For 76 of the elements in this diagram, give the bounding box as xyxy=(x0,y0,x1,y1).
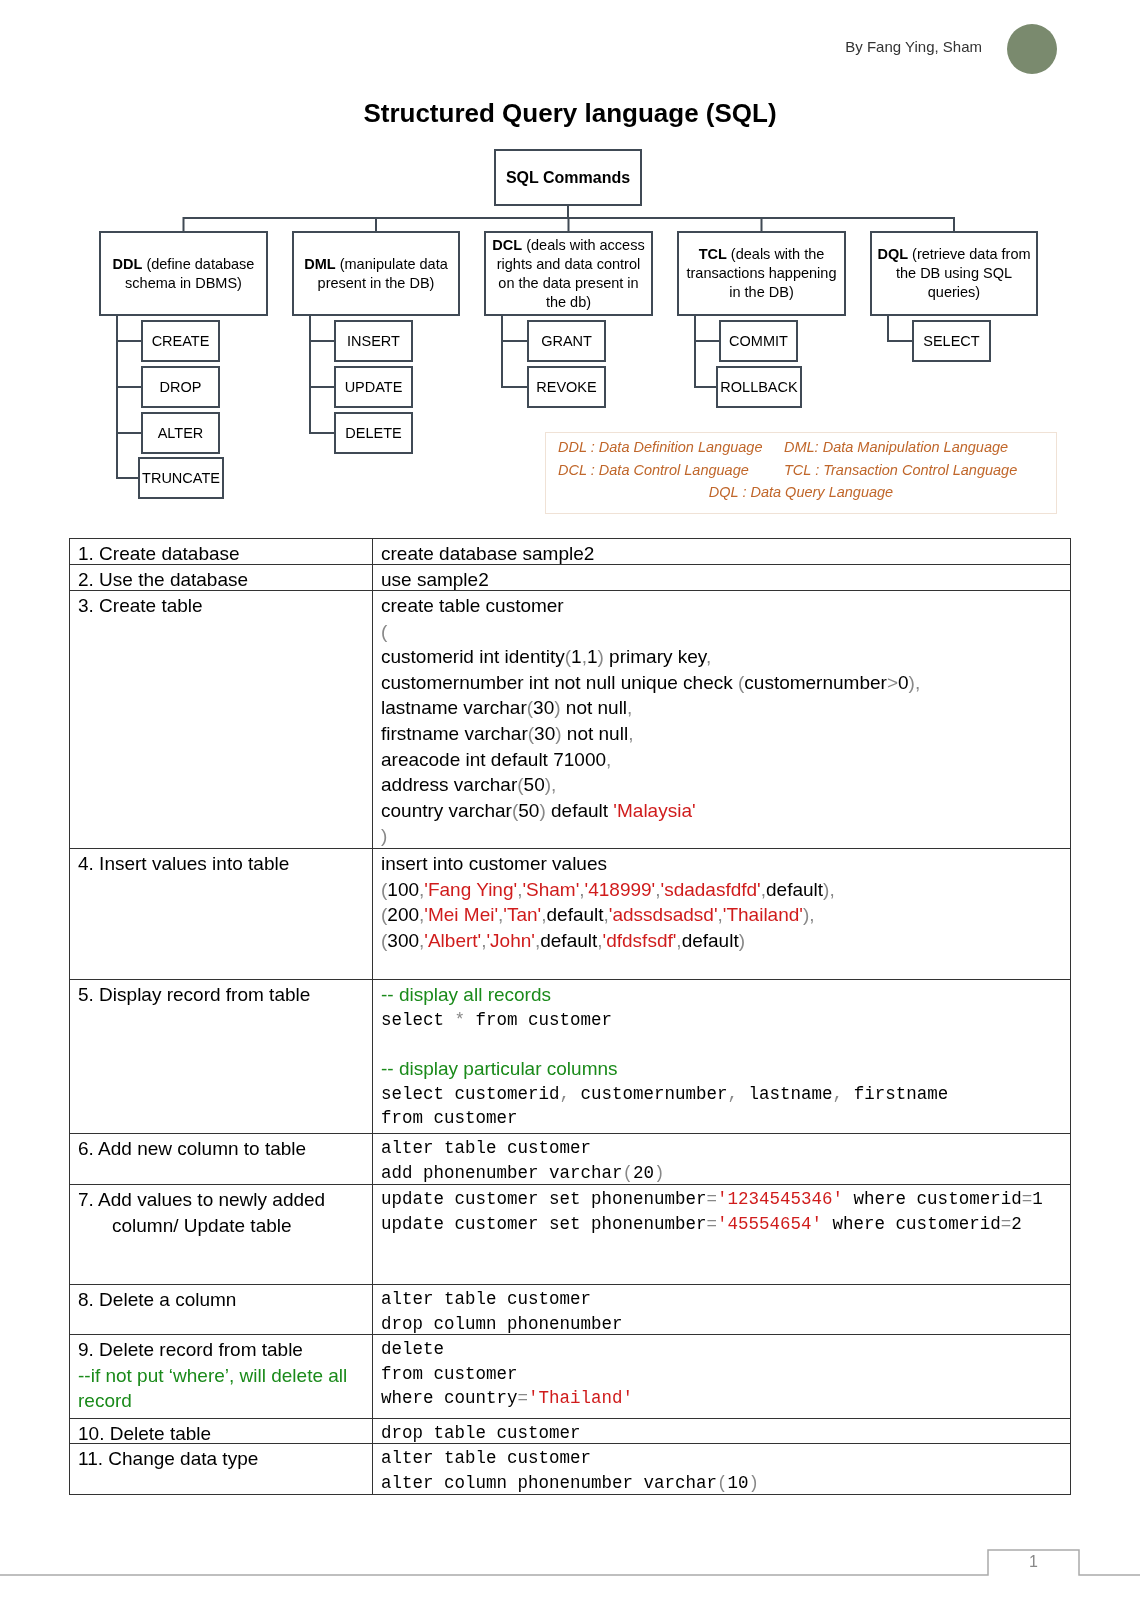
code-line: drop column phonenumber xyxy=(381,1312,624,1336)
code-line: from customer xyxy=(381,1107,519,1131)
category-box: DDL (define database schema in DBMS) xyxy=(99,231,268,316)
page-title: Structured Query language (SQL) xyxy=(362,98,778,129)
command-box: DELETE xyxy=(334,412,413,454)
step-label: 6. Add new column to table xyxy=(78,1137,308,1161)
code-line: use sample2 xyxy=(381,568,490,592)
category-box: DCL (deals with access rights and data control on the data present in the db) xyxy=(484,231,653,316)
connector-line xyxy=(694,315,717,388)
command-box: CREATE xyxy=(141,320,220,362)
connector-line xyxy=(887,315,913,342)
step-label: 3. Create table xyxy=(78,594,204,618)
code-line: (200,'Mei Mei','Tan',default,'adssdsadsd','Thailand'), xyxy=(381,903,816,928)
code-line: firstname varchar(30) not null, xyxy=(381,721,635,746)
code-comment: -- display all records xyxy=(381,983,552,1007)
code-line: update customer set phonenumber='1234545346' where customerid=1 xyxy=(381,1188,1044,1211)
code-line: insert into customer values xyxy=(381,852,608,876)
command-box: GRANT xyxy=(527,320,606,362)
command-box: REVOKE xyxy=(527,366,606,408)
code-line: add phonenumber varchar(20) xyxy=(381,1161,666,1185)
abbreviation-note: DQL : Data Query Language xyxy=(707,484,895,500)
code-line: customerid int identity(1,1) primary key, xyxy=(381,645,713,670)
step-label: 5. Display record from table xyxy=(78,983,312,1007)
connector-line xyxy=(501,315,528,388)
code-line: alter table customer xyxy=(381,1447,593,1470)
abbreviation-note: DML: Data Manipulation Language xyxy=(784,439,1009,455)
category-box: DML (manipulate data present in the DB) xyxy=(292,231,460,316)
category-box: DQL (retrieve data from the DB using SQL queries) xyxy=(870,231,1038,316)
code-line: update customer set phonenumber='45554654' where customerid=2 xyxy=(381,1212,1023,1236)
code-line: select * from customer xyxy=(381,1008,614,1032)
abbreviation-note: DCL : Data Control Language xyxy=(558,461,749,478)
command-box: DROP xyxy=(141,366,220,408)
code-line: create database sample2 xyxy=(381,542,596,566)
code-line: ) xyxy=(381,824,389,849)
step-label: 1. Create database xyxy=(78,542,241,566)
code-line: customernumber int not null unique check (customernumber>0), xyxy=(381,670,922,695)
code-line: address varchar(50), xyxy=(381,773,558,798)
command-box: UPDATE xyxy=(334,366,413,408)
root-box: SQL Commands xyxy=(494,149,642,206)
code-line: from customer xyxy=(381,1362,519,1386)
author-credit: By Fang Ying, Sham xyxy=(845,38,982,55)
code-line: country varchar(50) default 'Malaysia' xyxy=(381,798,697,823)
code-line: alter table customer xyxy=(381,1137,593,1160)
category-box: TCL (deals with the transactions happening in the DB) xyxy=(677,231,846,316)
step-label: 7. Add values to newly added column/ Update table xyxy=(78,1188,327,1238)
connector-line xyxy=(116,315,139,479)
code-line: (100,'Fang Ying','Sham','418999','sdadasfdfd',default), xyxy=(381,877,836,902)
code-line: ( xyxy=(381,619,389,644)
code-line: alter table customer xyxy=(381,1288,593,1311)
code-line: create table customer xyxy=(381,594,565,618)
step-label: 8. Delete a column xyxy=(78,1288,238,1312)
abbreviation-note: DDL : Data Definition Language xyxy=(558,439,763,455)
step-label: 4. Insert values into table xyxy=(78,852,291,876)
step-label: 10. Delete table xyxy=(78,1422,213,1446)
code-line: alter column phonenumber varchar(10) xyxy=(381,1471,761,1495)
connector-line xyxy=(309,315,335,434)
code-line: (300,'Albert','John',default,'dfdsfsdf',default) xyxy=(381,928,746,953)
code-line: where country='Thailand' xyxy=(381,1387,635,1411)
code-line: areacode int default 71000, xyxy=(381,747,613,772)
command-box: SELECT xyxy=(912,320,991,362)
step-label: 2. Use the database xyxy=(78,568,250,592)
command-box: ROLLBACK xyxy=(716,366,802,408)
code-line: delete xyxy=(381,1338,445,1361)
command-box: ALTER xyxy=(141,412,220,454)
code-line: select customerid, customernumber, lastname, firstname xyxy=(381,1082,950,1106)
abbreviation-note: TCL : Transaction Control Language xyxy=(784,461,1018,478)
command-box: COMMIT xyxy=(719,320,798,362)
step-label: 9. Delete record from table xyxy=(78,1338,304,1362)
command-box: INSERT xyxy=(334,320,413,362)
code-line: lastname varchar(30) not null, xyxy=(381,696,634,721)
code-comment: -- display particular columns xyxy=(381,1057,619,1082)
code-line: drop table customer xyxy=(381,1422,582,1445)
page-number: 1 xyxy=(1028,1553,1039,1571)
command-box: TRUNCATE xyxy=(138,457,224,499)
step-label: 11. Change data type xyxy=(78,1447,260,1471)
note-text: --if not put ‘where’, will delete all record xyxy=(78,1363,349,1414)
